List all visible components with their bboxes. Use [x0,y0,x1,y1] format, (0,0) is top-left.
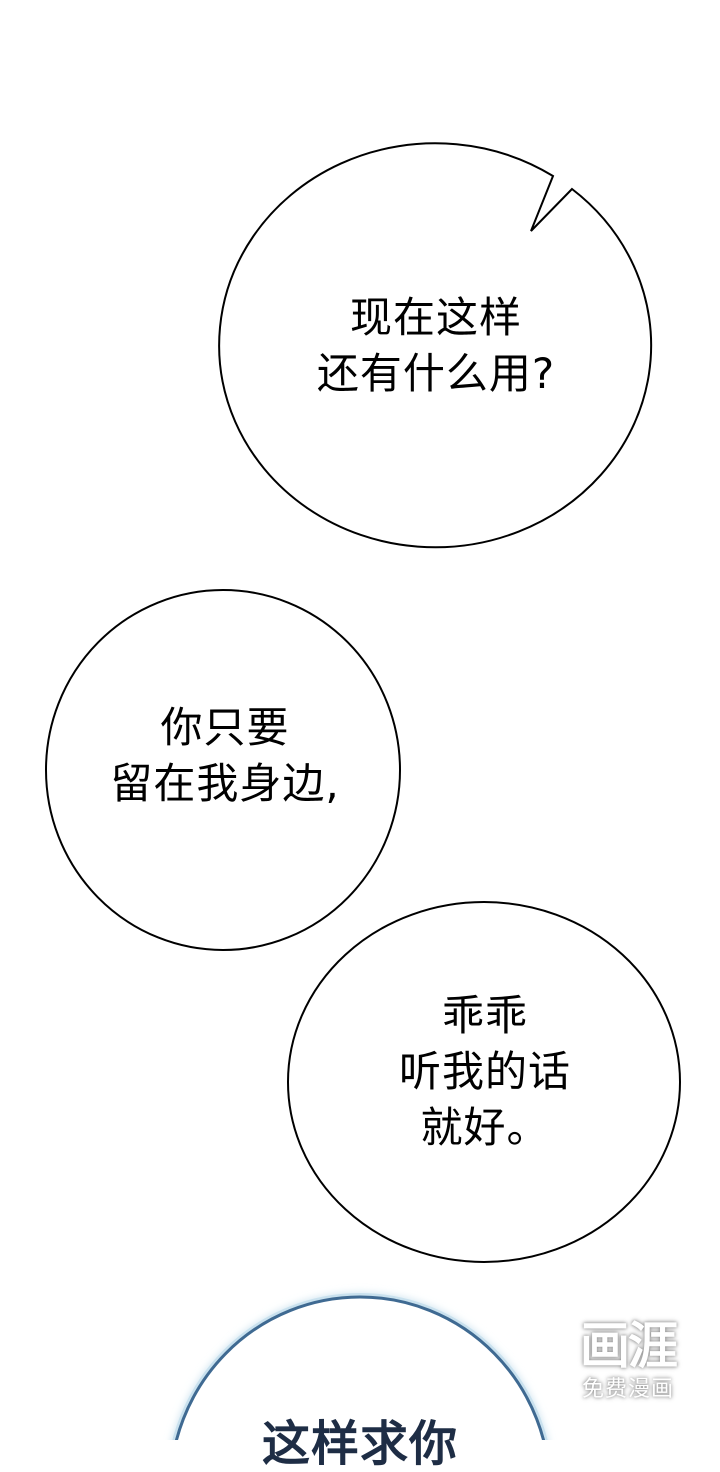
watermark: 画涯 免费漫画 [568,1316,688,1416]
speech-bubble-4-border [174,1295,546,1440]
bubble-2-line-2: 留在我身边, [110,759,340,808]
bubble-3-line-1: 乖乖 [441,991,528,1040]
speech-bubble-3-text: 乖乖 听我的话 就好。 [300,988,670,1156]
speech-bubble-2-text: 你只要 留在我身边, [40,700,410,812]
bubble-2-line-1: 你只要 [160,703,290,752]
speech-bubble-3-outline [287,901,681,1263]
speech-bubble-1-text: 现在这样 还有什么用? [236,290,636,402]
comic-panel: 现在这样 还有什么用? 你只要 留在我身边, 乖乖 听我的话 就好。 这样求你 … [40,142,688,1472]
speech-bubble-1-outline [218,142,653,549]
bubble-3-line-3: 就好。 [420,1103,550,1152]
speech-bubble-2-outline [45,589,401,951]
watermark-subtitle: 免费漫画 [581,1377,674,1402]
bubble-1-line-2: 还有什么用? [316,349,556,398]
bubble-1-line-1: 现在这样 [349,293,522,342]
speech-bubble-4-text: 这样求你 [170,1416,550,1472]
speech-bubbles-layer [45,142,681,1440]
watermark-logo: 画涯 [580,1317,678,1375]
bubble-3-line-2: 听我的话 [398,1047,571,1096]
bubble-4-line-1: 这样求你 [261,1416,458,1472]
